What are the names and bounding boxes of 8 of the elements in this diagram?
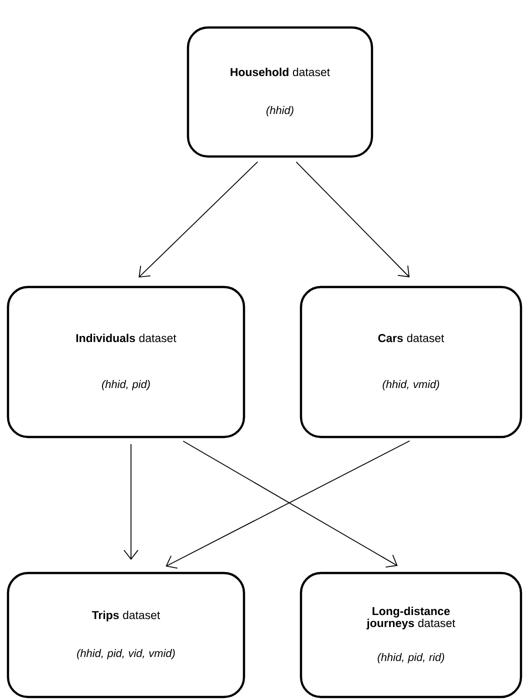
dataset-box: Household dataset (hhid) [186,26,374,158]
dataset-box: Individuals dataset (hhid, pid) [6,286,246,438]
arrow [138,161,258,278]
arrow [296,161,410,278]
dataset-box: Trips dataset (hhid, pid, vid, vmid) [6,572,246,698]
dataset-box: Long-distance journeys dataset (hhid, pid, rid) [300,572,522,698]
dataset-box: Cars dataset (hhid, vmid) [300,286,522,438]
arrow [124,444,138,560]
